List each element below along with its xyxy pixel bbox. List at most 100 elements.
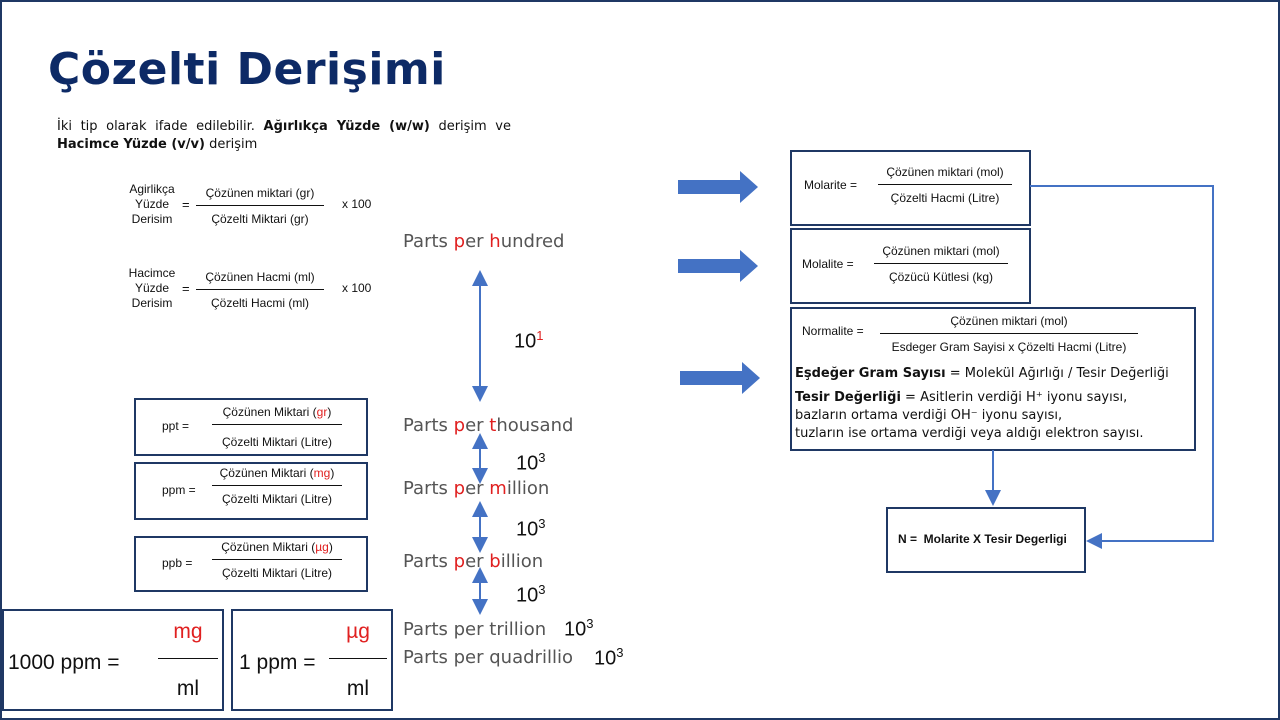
volume-label-2: Yüzde xyxy=(134,281,170,295)
ppt-label: ppt = xyxy=(162,419,190,433)
ppb-numerator: Çözünen Miktari (µg) xyxy=(212,540,342,560)
normalite-denominator: Esdeger Gram Sayisi x Çözelti Hacmi (Lit… xyxy=(891,340,1127,354)
ppm-mg-ml-box: 1000 ppm = mg ml xyxy=(2,609,224,711)
intro-bold-weight: Ağırlıkça Yüzde (w/w) xyxy=(263,119,430,134)
pp-million-d: m xyxy=(489,478,507,499)
volume-percent-label: Hacimce Yüzde Derisim xyxy=(118,266,186,311)
ppt-num-pre: Çözünen Miktari ( xyxy=(222,405,317,419)
weight-label-1: Agirlikça xyxy=(129,182,175,196)
intro-text-3: derişim xyxy=(209,137,258,152)
intro-text-1: İki tip olarak ifade edilebilir. xyxy=(57,119,255,134)
power-6-exp: 3 xyxy=(616,645,624,660)
weight-label-2: Yüzde xyxy=(134,197,170,211)
ppm-mg-ml-numerator: mg xyxy=(173,620,203,643)
volume-fraction: Çözünen Hacmi (ml) Çözelti Hacmi (ml) xyxy=(196,270,324,310)
connector-molarite-to-n xyxy=(1030,185,1214,549)
pp-thousand-b: p xyxy=(453,415,466,436)
pp-billion-b: p xyxy=(453,551,466,572)
ppm-mg-ml-label: 1000 ppm = xyxy=(8,651,120,674)
pp-hundred-c: er xyxy=(465,231,490,252)
pp-billion-a: Parts xyxy=(403,551,454,572)
ppt-box: ppt = Çözünen Miktari (gr) Çözelti Mikta… xyxy=(134,398,368,456)
ppb-label: ppb = xyxy=(162,556,193,570)
weight-denominator: Çözelti Miktari (gr) xyxy=(211,212,309,226)
molarite-box: Molarite = Çözünen miktari (mol) Çözelti… xyxy=(790,150,1031,226)
molarite-numerator: Çözünen miktari (mol) xyxy=(878,165,1012,185)
tesir-bold: Tesir Değerliği xyxy=(795,390,901,405)
weight-numerator: Çözünen miktari (gr) xyxy=(196,186,324,206)
pp-thousand-d: t xyxy=(489,415,497,436)
ppm-mg-ml-fraction-line xyxy=(158,658,218,659)
ppm-denominator: Çözelti Miktari (Litre) xyxy=(221,492,332,506)
ppb-box: ppb = Çözünen Miktari (µg) Çözelti Mikta… xyxy=(134,536,368,592)
power-4-exp: 3 xyxy=(538,582,546,597)
esdeger-text: = Molekül Ağırlığı / Tesir Değerliği xyxy=(945,366,1169,381)
weight-fraction: Çözünen miktari (gr) Çözelti Miktari (gr… xyxy=(196,186,324,226)
pp-hundred-b: p xyxy=(453,231,466,252)
ppt-num-post: ) xyxy=(327,405,332,419)
power-2-exp: 3 xyxy=(538,450,546,465)
ppm-num-unit: mg xyxy=(313,466,331,480)
parts-per-quadrillion: Parts per quadrillio xyxy=(403,647,573,668)
ppt-denominator: Çözelti Miktari (Litre) xyxy=(221,435,332,449)
pp-hundred-e: undred xyxy=(500,231,565,252)
ppb-num-unit: µg xyxy=(315,540,329,554)
volume-numerator: Çözünen Hacmi (ml) xyxy=(196,270,324,290)
pp-billion-d: b xyxy=(489,551,501,572)
intro-text-2: derişim ve xyxy=(438,119,511,134)
pp-thousand-a: Parts xyxy=(403,415,454,436)
ppt-numerator: Çözünen Miktari (gr) xyxy=(212,405,342,425)
pp-billion-e: illion xyxy=(500,551,544,572)
parts-per-million: Parts per million xyxy=(403,478,549,499)
volume-denominator: Çözelti Hacmi (ml) xyxy=(210,296,309,310)
intro-bold-volume: Hacimce Yüzde (v/v) xyxy=(57,137,205,152)
ppb-denominator: Çözelti Miktari (Litre) xyxy=(221,566,332,580)
ppm-label: ppm = xyxy=(162,483,196,497)
ppm-num-pre: Çözünen Miktari ( xyxy=(219,466,314,480)
tesir-line: Tesir Değerliği = Asitlerin verdiği H⁺ i… xyxy=(795,389,1127,406)
block-arrow-molarite xyxy=(678,171,758,203)
pp-billion-c: er xyxy=(465,551,490,572)
tesir-line-salts: tuzların ise ortama verdiği veya aldığı … xyxy=(795,426,1144,441)
esdeger-bold: Eşdeğer Gram Sayısı xyxy=(795,366,946,381)
power-6-base: 10 xyxy=(594,647,617,670)
ppm-num-post: ) xyxy=(330,466,335,480)
intro-paragraph: İki tip olarak ifade edilebilir. Ağırlık… xyxy=(57,118,511,154)
molalite-numerator: Çözünen miktari (mol) xyxy=(874,244,1008,264)
ppm-ug-ml-label: 1 ppm = xyxy=(239,651,316,674)
normalite-fraction: Çözünen miktari (mol) Esdeger Gram Sayis… xyxy=(880,314,1138,354)
volume-label-3: Derisim xyxy=(131,296,173,310)
ppb-num-post: ) xyxy=(328,540,333,554)
ppt-num-unit: gr xyxy=(316,405,328,419)
power-label-2: 103 xyxy=(516,450,545,476)
volume-label-1: Hacimce xyxy=(128,266,176,280)
normalite-label: Normalite = xyxy=(802,324,864,338)
n-formula-box: N = Molarite X Tesir Degerligi xyxy=(886,507,1086,573)
parts-per-trillion: Parts per trillion xyxy=(403,619,547,640)
ppt-fraction: Çözünen Miktari (gr) Çözelti Miktari (Li… xyxy=(212,405,342,449)
molalite-label: Molalite = xyxy=(802,257,854,271)
molarite-denominator: Çözelti Hacmi (Litre) xyxy=(890,191,1000,205)
page-title: Çözelti Derişimi xyxy=(48,44,446,95)
normalite-box: Normalite = Çözünen miktari (mol) Esdege… xyxy=(790,307,1196,451)
pp-hundred-d: h xyxy=(489,231,501,252)
molarite-fraction: Çözünen miktari (mol) Çözelti Hacmi (Lit… xyxy=(878,165,1012,205)
pp-million-a: Parts xyxy=(403,478,454,499)
block-arrow-normalite xyxy=(680,362,760,394)
volume-multiplier: x 100 xyxy=(342,281,372,295)
power-4-base: 10 xyxy=(516,584,539,607)
power-3-base: 10 xyxy=(516,518,539,541)
weight-multiplier: x 100 xyxy=(342,197,372,211)
parts-per-hundred: Parts per hundred xyxy=(403,231,564,252)
power-label-5: 103 xyxy=(564,616,593,642)
weight-label-3: Derisim xyxy=(131,212,173,226)
ppm-fraction: Çözünen Miktari (mg) Çözelti Miktari (Li… xyxy=(212,466,342,506)
power-label-6: 103 xyxy=(594,645,623,671)
power-label-1: 101 xyxy=(514,328,543,354)
weight-percent-label: Agirlikça Yüzde Derisim xyxy=(118,182,186,227)
power-label-4: 103 xyxy=(516,582,545,608)
n-formula-text: N = Molarite X Tesir Degerligi xyxy=(898,532,1067,546)
ppm-mg-ml-denominator: ml xyxy=(176,677,200,700)
